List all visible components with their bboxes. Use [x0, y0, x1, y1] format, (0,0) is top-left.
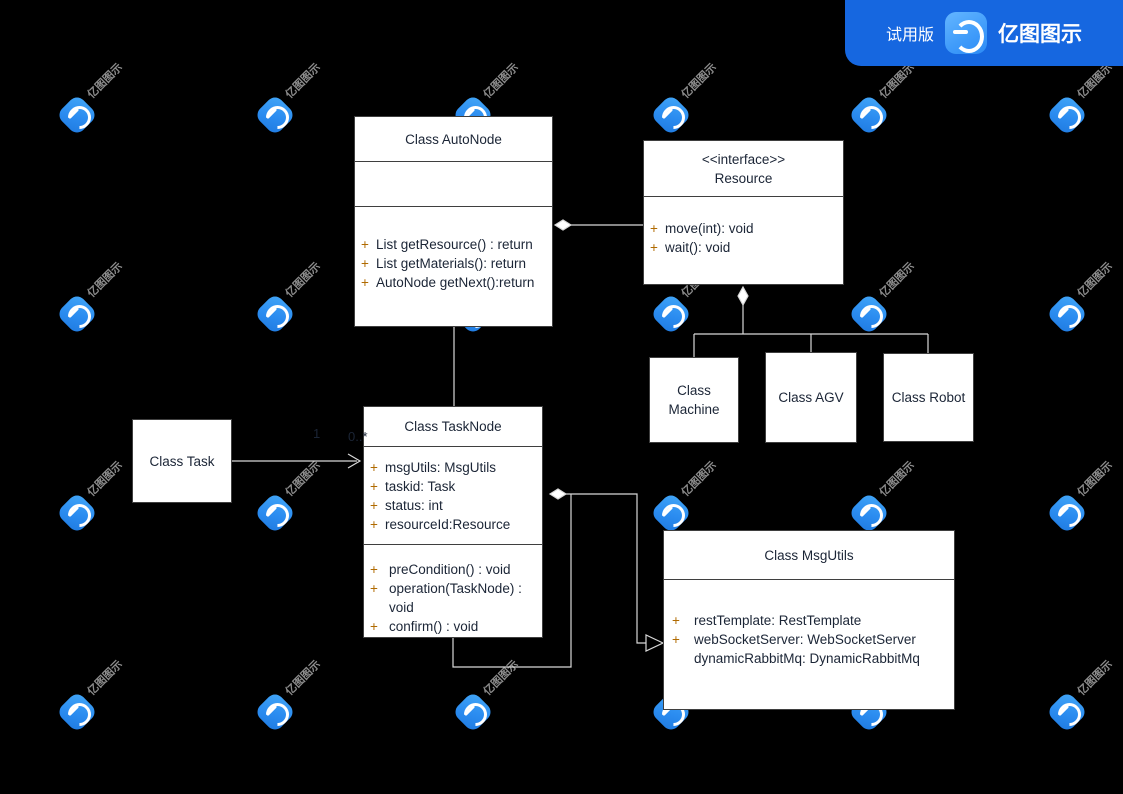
- attribute-row: + status: int: [370, 496, 536, 515]
- method-label: wait(): void: [665, 240, 731, 255]
- attribute-label: resourceId:Resource: [385, 517, 511, 532]
- class-title-tasknode: Class TaskNode: [404, 419, 502, 434]
- attribute-label: webSocketServer: WebSocketServer: [694, 632, 916, 647]
- attribute-row: + taskid: Task: [370, 477, 536, 496]
- visibility-marker: +: [370, 581, 378, 596]
- visibility-marker: +: [370, 479, 378, 494]
- visibility-marker: +: [370, 517, 378, 532]
- class-methods-tasknode: + preCondition() : void + operation(Task…: [364, 544, 542, 639]
- attribute-label: dynamicRabbitMq: DynamicRabbitMq: [694, 651, 920, 666]
- class-box-tasknode[interactable]: Class TaskNode + msgUtils: MsgUtils + ta…: [363, 406, 543, 638]
- method-label: preCondition() : void: [389, 562, 511, 577]
- method-row: + AutoNode getNext():return: [361, 273, 546, 292]
- visibility-marker: +: [370, 562, 378, 577]
- connector-task-tasknode: [232, 453, 362, 469]
- class-title-autonode: Class AutoNode: [405, 131, 502, 147]
- brand-label: 亿图图示: [998, 22, 1082, 46]
- method-row: + wait(): void: [650, 238, 837, 257]
- method-row: + operation(TaskNode) : void: [370, 579, 536, 617]
- edraw-logo-icon: [945, 12, 987, 54]
- method-row: + preCondition() : void: [370, 560, 536, 579]
- connector-autonode-resource: [553, 219, 643, 231]
- multiplicity-task-target: 0..*: [348, 429, 368, 444]
- method-row: + List getResource() : return: [361, 235, 546, 254]
- class-attributes-autonode: [355, 161, 552, 206]
- trial-label: 试用版: [885, 25, 934, 44]
- method-label: move(int): void: [665, 221, 754, 236]
- class-methods-autonode: + List getResource() : return + List get…: [355, 206, 552, 326]
- visibility-marker: +: [361, 237, 369, 252]
- method-row: + List getMaterials(): return: [361, 254, 546, 273]
- visibility-marker: +: [672, 632, 680, 647]
- class-title-robot: Class Robot: [891, 390, 966, 405]
- visibility-marker: +: [361, 256, 369, 271]
- class-box-task[interactable]: Class Task: [132, 419, 232, 503]
- method-label: AutoNode getNext():return: [376, 275, 535, 290]
- attribute-label: restTemplate: RestTemplate: [694, 613, 862, 628]
- method-label: List getResource() : return: [376, 237, 533, 252]
- visibility-marker: +: [650, 240, 658, 255]
- class-box-autonode[interactable]: Class AutoNode + List getResource() : re…: [354, 116, 553, 327]
- attribute-row: dynamicRabbitMq: DynamicRabbitMq: [672, 649, 948, 668]
- trial-version-badge[interactable]: 试用版 亿图图示: [845, 0, 1123, 66]
- method-row: + confirm() : void: [370, 617, 536, 636]
- class-title-task: Class Task: [149, 453, 215, 469]
- class-attributes-msgutils: + restTemplate: RestTemplate + webSocket…: [664, 579, 954, 711]
- class-box-agv[interactable]: Class AGV: [765, 352, 857, 443]
- visibility-marker: +: [370, 619, 378, 634]
- class-box-robot[interactable]: Class Robot: [883, 353, 974, 442]
- visibility-marker: +: [370, 498, 378, 513]
- class-title-agv: Class AGV: [778, 390, 844, 405]
- attribute-row: + msgUtils: MsgUtils: [370, 458, 536, 477]
- class-title-resource: Resource: [714, 170, 773, 186]
- attribute-label: msgUtils: MsgUtils: [385, 460, 497, 475]
- attribute-label: taskid: Task: [385, 479, 456, 494]
- class-box-resource[interactable]: <<interface>> Resource + move(int): void…: [643, 140, 844, 285]
- class-title-machine-line1: Class: [677, 383, 711, 398]
- class-box-msgutils[interactable]: Class MsgUtils + restTemplate: RestTempl…: [663, 530, 955, 710]
- attribute-label: status: int: [385, 498, 443, 513]
- visibility-marker: +: [672, 613, 680, 628]
- connector-resource-subclasses: [693, 285, 929, 358]
- method-label: operation(TaskNode) : void: [389, 581, 522, 615]
- visibility-marker: +: [361, 275, 369, 290]
- method-label: confirm() : void: [389, 619, 479, 634]
- visibility-marker: +: [650, 221, 658, 236]
- multiplicity-task-source: 1: [313, 426, 321, 441]
- class-methods-resource: + move(int): void + wait(): void: [644, 196, 843, 286]
- class-box-machine[interactable]: Class Machine: [649, 357, 739, 443]
- connector-tasknode-loop: [452, 494, 572, 668]
- visibility-marker: +: [370, 460, 378, 475]
- class-title-msgutils: Class MsgUtils: [764, 547, 854, 563]
- class-stereotype-resource: <<interface>>: [701, 151, 786, 167]
- attribute-row: + webSocketServer: WebSocketServer: [672, 630, 948, 649]
- method-label: List getMaterials(): return: [376, 256, 527, 271]
- connector-tasknode-msgutils: [548, 488, 665, 652]
- attribute-row: + restTemplate: RestTemplate: [672, 611, 948, 630]
- method-row: + move(int): void: [650, 219, 837, 238]
- attribute-row: + resourceId:Resource: [370, 515, 536, 534]
- class-title-machine-line2: Machine: [668, 402, 720, 417]
- class-attributes-tasknode: + msgUtils: MsgUtils + taskid: Task + st…: [364, 446, 542, 544]
